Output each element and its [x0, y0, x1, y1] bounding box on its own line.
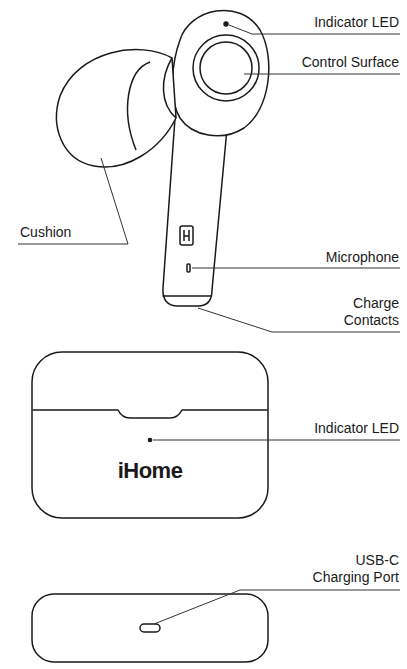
leader-lines	[18, 25, 400, 624]
stem-logo	[180, 226, 193, 245]
leader-line	[153, 440, 400, 441]
leader-line	[18, 158, 128, 244]
cushion-fold	[128, 62, 150, 150]
part-label: Cushion	[20, 224, 71, 241]
stem-logo-mark	[184, 230, 189, 241]
cushion-shape	[57, 50, 176, 167]
leader-line	[154, 590, 400, 624]
part-label: Charge Contacts	[319, 295, 399, 329]
control-surface-ring	[193, 35, 259, 101]
microphone-hole	[187, 264, 190, 272]
part-label: Indicator LED	[314, 14, 399, 31]
part-label: Microphone	[326, 249, 399, 266]
part-label: Control Surface	[302, 54, 399, 71]
stem-band	[163, 295, 212, 297]
part-label: Indicator LED	[314, 420, 399, 437]
part-label: USB-C Charging Port	[304, 552, 399, 586]
earbud-head	[172, 10, 268, 135]
cushion-base	[163, 58, 176, 118]
leader-line	[244, 74, 400, 75]
case-bottom	[32, 594, 268, 662]
leader-line	[192, 268, 400, 269]
indicator-led-dot	[224, 22, 228, 26]
case-front	[32, 352, 268, 518]
usb-c-port	[140, 624, 160, 632]
case-lid-seam	[33, 410, 268, 418]
case-indicator-led	[148, 438, 151, 441]
brand-logo: iHome	[118, 458, 183, 484]
control-surface	[200, 42, 252, 94]
